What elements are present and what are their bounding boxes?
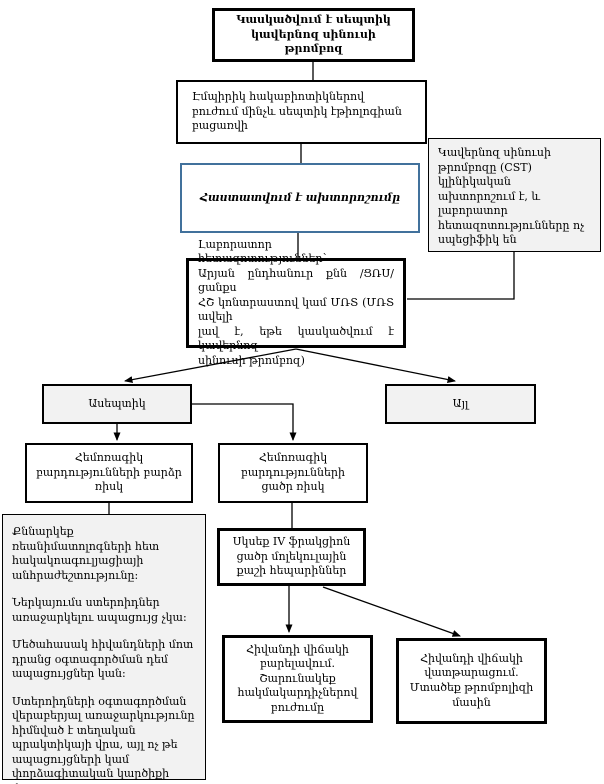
node-diagnosis-confirmed-label: Հաստատվում է ախտորոշումը (199, 190, 401, 204)
connector-aseptic-lowrisk (192, 403, 297, 441)
notes-paragraph-4: Ստերոիդների օգտագործման վերաբերյալ առաջա… (12, 694, 195, 784)
node-start-heparin: Սկսեք IV ֆրակցիոն ցածր մոլեկուլային քաշի… (217, 528, 366, 586)
lab-line-3: ՀՇ կոնտրաստով կամ ՄՌՏ (ՄՌՏ ավելի (198, 295, 394, 324)
node-cst-clinical-note: Կավերնոզ սինուսի թրոմբոզը (CST) կլինիկակ… (428, 138, 601, 252)
connector-lab-aseptic (124, 348, 297, 384)
notes-paragraph-1: Քննարկեք ռեանիմատոլոգների հետ հակակոագու… (12, 525, 160, 582)
node-condition-worsening-label: Հիվանդի վիճակի վատթարացում. Մտածեք թրոմբ… (409, 651, 534, 709)
node-condition-improving-label: Հիվանդի վիճակի բարելավում. Շարունակեք հա… (237, 642, 358, 714)
connector-lab-other (295, 348, 456, 383)
node-anticoagulation-steroid-notes: Քննարկեք ռեանիմատոլոգների հետ հակակոագու… (2, 514, 206, 784)
node-other: Այլ (385, 384, 536, 424)
node-suspected-cst: Կասկածվում է սեպտիկ կավերնոզ սինուսի թրո… (212, 8, 415, 62)
node-diagnosis-confirmed: Հաստատվում է ախտորոշումը (180, 163, 420, 233)
node-low-hemorrhagic-risk-label: Հեմոռագիկ բարդությունների ցածր ռիսկ (241, 451, 345, 494)
lab-line-2: Արյան ընդհանուր քնն /ՑՌՍ/ցանքս (198, 266, 394, 295)
node-condition-worsening: Հիվանդի վիճակի վատթարացում. Մտածեք թրոմբ… (396, 638, 547, 724)
node-aseptic-label: Ասեպտիկ (88, 396, 146, 410)
notes-body: Քննարկեք ռեանիմատոլոգների հետ հակակոագու… (12, 525, 196, 784)
node-aseptic: Ասեպտիկ (42, 384, 192, 424)
notes-paragraph-2: Ներկայումս ստերոիդներ առաջարկելու ապացու… (12, 596, 187, 624)
node-cst-clinical-note-label: Կավերնոզ սինուսի թրոմբոզը (CST) կլինիկակ… (438, 146, 585, 247)
node-empiric-antibiotics: Էմպիրիկ հակաբիոտիկներով բուժում մինչև սե… (176, 80, 427, 144)
node-low-hemorrhagic-risk: Հեմոռագիկ բարդությունների ցածր ռիսկ (218, 443, 368, 503)
lab-line-4: լավ է, եթե կասկածվում է կավերնոզ (198, 324, 394, 353)
connector-cstnote-lab (407, 252, 515, 300)
connector-heparin-worsen (322, 586, 461, 637)
node-high-hemorrhagic-risk-label: Հեմոռագիկ բարդությունների բարձր ռիսկ (36, 451, 182, 494)
node-suspected-cst-label: Կասկածվում է սեպտիկ կավերնոզ սինուսի թրո… (236, 13, 391, 56)
node-start-heparin-label: Սկսեք IV ֆրակցիոն ցածր մոլեկուլային քաշի… (232, 535, 351, 578)
node-high-hemorrhagic-risk: Հեմոռագիկ բարդությունների բարձր ռիսկ (25, 443, 193, 503)
node-empiric-antibiotics-label: Էմպիրիկ հակաբիոտիկներով բուժում մինչև սե… (192, 90, 402, 133)
node-condition-improving: Հիվանդի վիճակի բարելավում. Շարունակեք հա… (222, 635, 373, 723)
node-lab-investigations: Լաբորատոր հետազոտություններ՝ Արյան ընդհա… (186, 238, 406, 367)
lab-line-1: Լաբորատոր հետազոտություններ՝ (198, 237, 327, 266)
notes-paragraph-3: Մեծահասակ հիվանդների մոտ դրանց օգտագործմ… (12, 638, 194, 681)
node-other-label: Այլ (452, 396, 469, 410)
lab-line-5: սինուսի թրոմբոզ) (198, 353, 305, 367)
